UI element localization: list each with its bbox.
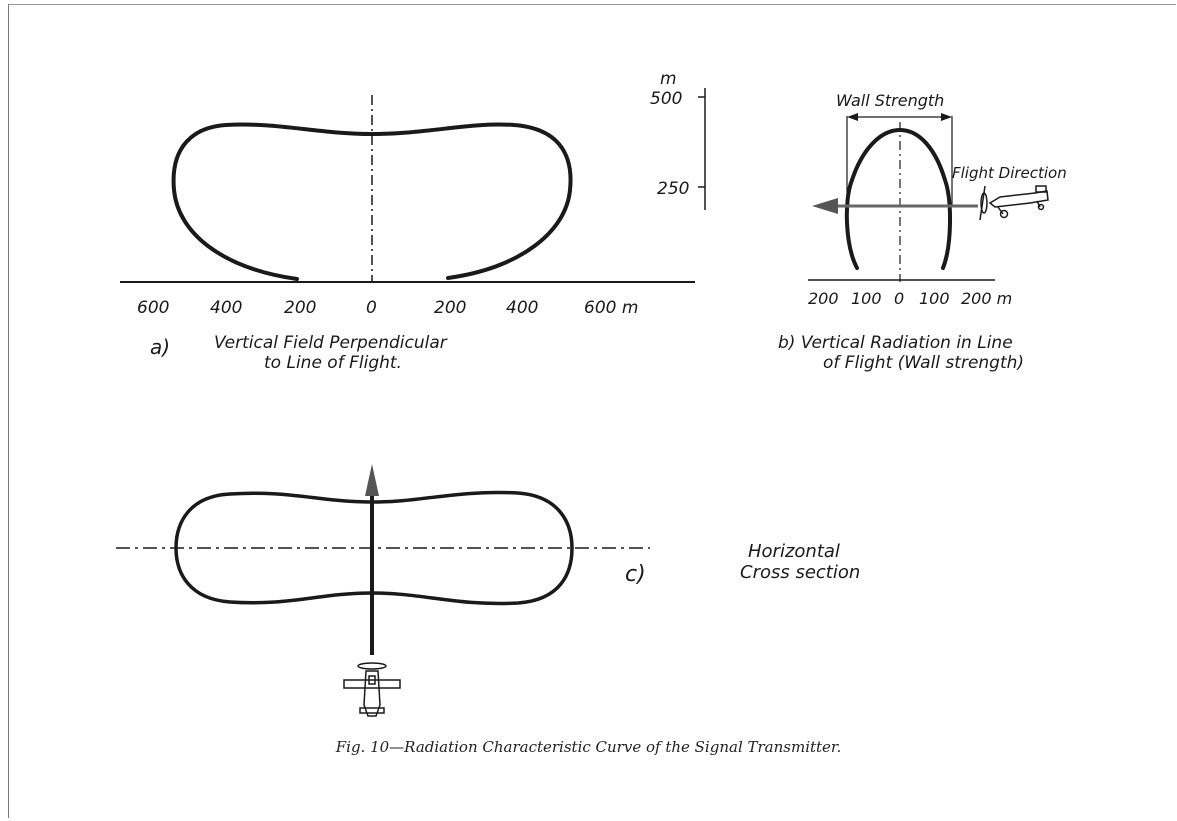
panel-a-x-tick: 200 — [434, 298, 466, 318]
panel-c-flight-arrowhead — [365, 464, 379, 496]
panel-b: Wall Strength Flight Direction 200 100 0… — [808, 91, 1067, 308]
panel-b-flight-arrowhead — [812, 198, 838, 214]
panel-c-caption-line1: Horizontal — [748, 541, 840, 562]
panel-b-x-tick: 0 — [894, 289, 904, 308]
panel-b-flight-label: Flight Direction — [952, 164, 1067, 182]
panel-b-wall-label: Wall Strength — [836, 91, 944, 110]
panel-b-x-tick: 200 m — [961, 289, 1012, 308]
panel-b-caption-line1: b) Vertical Radiation in Line — [778, 333, 1013, 353]
panel-a-x-tick: 600 m — [584, 298, 638, 318]
panel-b-radiation-curve — [844, 127, 952, 270]
panel-a-x-tick: 200 — [284, 298, 316, 318]
panel-c-caption: Horizontal Cross section — [740, 541, 861, 583]
panel-a-letter: a) — [150, 335, 171, 359]
panel-a-x-tick: 600 — [137, 298, 169, 318]
panel-b-x-tick: 100 — [919, 289, 950, 308]
panel-b-wall-arrowhead-right — [941, 113, 952, 121]
panel-b-x-tick: 100 — [851, 289, 882, 308]
panel-c-letter: c) — [625, 562, 646, 587]
panel-a-x-tick: 400 — [506, 298, 538, 318]
panel-a-x-tick: 0 — [366, 298, 377, 318]
panel-b-caption-line2: of Flight (Wall strength) — [823, 352, 1025, 373]
panel-b-caption: b) Vertical Radiation in Line of Flight … — [778, 333, 1025, 373]
panel-a-y-tick: 250 — [657, 179, 689, 199]
figure-caption: Fig. 10—Radiation Characteristic Curve o… — [335, 738, 842, 756]
panel-c-caption-line2: Cross section — [740, 561, 861, 583]
panel-a-caption-line1: Vertical Field Perpendicular — [214, 333, 447, 353]
page-frame — [8, 4, 1176, 818]
panel-a-x-tick: 400 — [210, 298, 242, 318]
panel-b-x-tick: 200 — [808, 289, 839, 308]
panel-c — [116, 464, 650, 717]
panel-a-y-tick: 500 — [650, 89, 682, 109]
panel-a-radiation-curve — [171, 122, 573, 281]
panel-b-wall-arrowhead-left — [847, 113, 858, 121]
airplane-top-icon — [343, 662, 401, 717]
panel-a: 600 400 200 0 200 400 600 m m 500 250 — [120, 69, 706, 318]
airplane-side-icon — [979, 185, 1049, 221]
panel-a-caption: Vertical Field Perpendicular to Line of … — [214, 333, 447, 373]
panel-c-radiation-curve — [174, 490, 574, 606]
panel-a-y-unit: m — [660, 69, 677, 89]
panel-a-caption-line2: to Line of Flight. — [264, 352, 402, 373]
